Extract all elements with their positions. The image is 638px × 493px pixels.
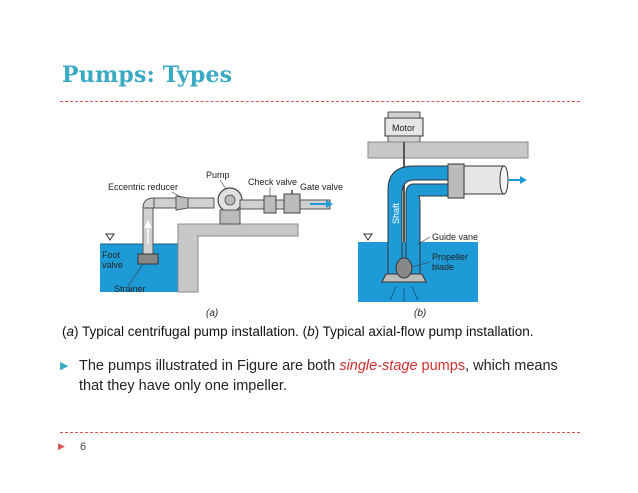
label-guide-vane: Guide vane [432, 232, 478, 242]
bullet-arrow-icon: ▶ [60, 360, 69, 372]
title-divider [60, 101, 580, 102]
label-gate-valve: Gate valve [300, 182, 343, 192]
upper-slab-b [367, 141, 529, 159]
label-propeller: Propeller [432, 252, 468, 262]
check-valve-shape [263, 195, 277, 214]
slide-title: Pumps: Types [62, 62, 233, 88]
bullet-highlight-2: pumps [417, 358, 466, 374]
bullet-text-after: , which means that they have only one im… [79, 358, 558, 394]
label-foot: Foot [102, 250, 121, 260]
label-check-valve: Check valve [248, 177, 297, 187]
page-number: 6 [80, 441, 87, 453]
figure-a-centrifugal: Eccentric reducer Pump Check valve Gate … [100, 170, 343, 319]
caption-text-1: ) Typical centrifugal pump installation.… [74, 324, 308, 339]
bullet-text-before: The pumps illustrated in Figure are both [79, 358, 340, 374]
pump-installation-figure: Eccentric reducer Pump Check valve Gate … [100, 111, 529, 319]
caption-a-tag: a [66, 324, 75, 339]
bullet-highlight: single-stage [339, 358, 418, 374]
figure-caption: (a) Typical centrifugal pump installatio… [62, 324, 534, 339]
label-motor: Motor [392, 123, 415, 133]
label-figure-a: (a) [206, 308, 218, 319]
strainer-shape [137, 253, 159, 265]
concrete-floor-a [177, 223, 299, 293]
propeller-shape [395, 257, 413, 279]
label-eccentric-reducer: Eccentric reducer [108, 182, 178, 192]
label-blade: blade [432, 262, 454, 272]
label-pump: Pump [206, 170, 230, 180]
gate-valve-shape [283, 193, 301, 214]
footer-marker-icon: ▶ [58, 441, 65, 451]
caption-text-2: ) Typical axial-flow pump installation. [314, 324, 534, 339]
label-figure-b: (b) [414, 308, 426, 319]
bullet-item: ▶ The pumps illustrated in Figure are bo… [60, 356, 575, 396]
water-level-icon [105, 233, 115, 241]
label-strainer: Strainer [114, 284, 146, 294]
label-shaft: Shaft [391, 202, 401, 224]
footer-divider [60, 432, 580, 433]
figure-b-axial: Motor Shaft Guide vane Propeller blade (… [358, 111, 529, 319]
caption-b-tag: b [307, 324, 315, 339]
label-valve: valve [102, 260, 123, 270]
